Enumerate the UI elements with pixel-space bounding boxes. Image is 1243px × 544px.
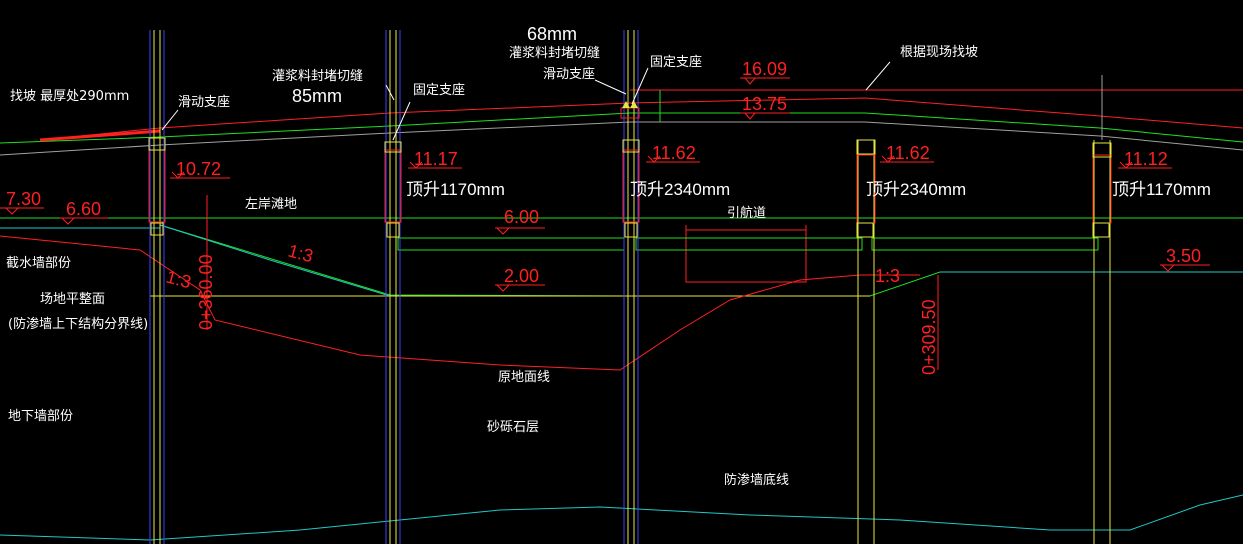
label-gap-85: 85mm [292, 86, 342, 106]
elev-2-00: 2.00 [504, 266, 539, 286]
elev-11-12: 11.12 [1124, 149, 1168, 169]
cap-beam-1 [397, 237, 625, 251]
bearing-cap-3 [622, 139, 640, 153]
elev-11-62b: 11.62 [886, 143, 930, 163]
pier-4 [856, 140, 876, 544]
label-sliding-bearing-2: 滑动支座 [543, 67, 595, 82]
leader-lines [161, 61, 891, 141]
deck-slope-red-line [39, 129, 161, 142]
label-jack-2: 顶升2340mm [630, 180, 730, 199]
bearing-cap-5 [1092, 142, 1112, 158]
label-boundary-line: (防渗墙上下结构分界线) [8, 316, 148, 332]
elev-7-30: 7.30 [6, 189, 41, 209]
elev-11-17: 11.17 [414, 149, 458, 169]
pier-3 [622, 30, 640, 544]
label-jack-1: 顶升1170mm [406, 180, 505, 199]
green-slope-line [159, 224, 1243, 297]
elevation-markers [0, 77, 1210, 292]
label-original-ground: 原地面线 [498, 370, 550, 385]
label-slope-2: 1:3 [164, 267, 193, 293]
pier-2 [384, 30, 402, 544]
label-grout-seal-2: 灌浆料封堵切缝 [509, 46, 600, 61]
label-cutoff-wall: 截水墙部份 [6, 256, 71, 271]
label-gravel-layer: 砂砾石层 [487, 420, 539, 435]
elev-6-00: 6.00 [504, 207, 539, 227]
label-sliding-bearing-1: 滑动支座 [178, 95, 230, 110]
elev-16-09: 16.09 [742, 59, 787, 79]
elev-6-60: 6.60 [66, 199, 101, 219]
pier-5 [1092, 75, 1112, 544]
label-jack-3: 顶升2340mm [866, 180, 966, 199]
label-site-level: 场地平整面 [40, 292, 105, 307]
label-slope-max: 找坡 最厚处290mm [10, 89, 129, 104]
label-gap-68: 68mm [527, 24, 577, 44]
cap-beam-2 [635, 237, 863, 251]
label-station-2: 0+309.50 [919, 299, 939, 375]
label-nav-channel: 引航道 [727, 205, 766, 221]
fixed-bearing-tri-a [622, 101, 630, 108]
cap-beam-3 [871, 237, 1099, 251]
pier-1 [148, 30, 166, 544]
label-jack-5: 顶升1170mm [1112, 180, 1211, 199]
fixed-bearing-tri-b [630, 101, 638, 108]
elev-13-75: 13.75 [742, 94, 787, 114]
elev-11-62a: 11.62 [652, 143, 696, 163]
bearing-cap-1 [148, 137, 166, 151]
label-fixed-bearing-1: 固定支座 [413, 83, 465, 98]
label-site-slope: 根据现场找坡 [900, 45, 978, 60]
deck-gray-line [0, 121, 1243, 156]
wall-bottom-line [0, 494, 1243, 541]
label-underground-wall: 地下墙部份 [8, 409, 73, 424]
label-left-bank: 左岸滩地 [245, 197, 297, 212]
label-wall-bottom: 防渗墙底线 [724, 472, 789, 488]
bearing-cap-2 [384, 141, 402, 153]
label-slope-1: 1:3 [286, 241, 315, 267]
label-fixed-bearing-2: 固定支座 [650, 55, 702, 70]
original-ground-line [0, 235, 920, 371]
nav-channel-box [685, 225, 807, 283]
elev-3-50: 3.50 [1166, 246, 1201, 266]
embankment-slope [159, 224, 391, 297]
label-station-1: 0+360.00 [196, 254, 216, 330]
label-slope-3: 1:3 [875, 266, 900, 286]
bearing-cap-4 [856, 139, 876, 155]
label-grout-seal-1: 灌浆料封堵切缝 [272, 69, 363, 84]
elev-10-72: 10.72 [176, 159, 221, 179]
